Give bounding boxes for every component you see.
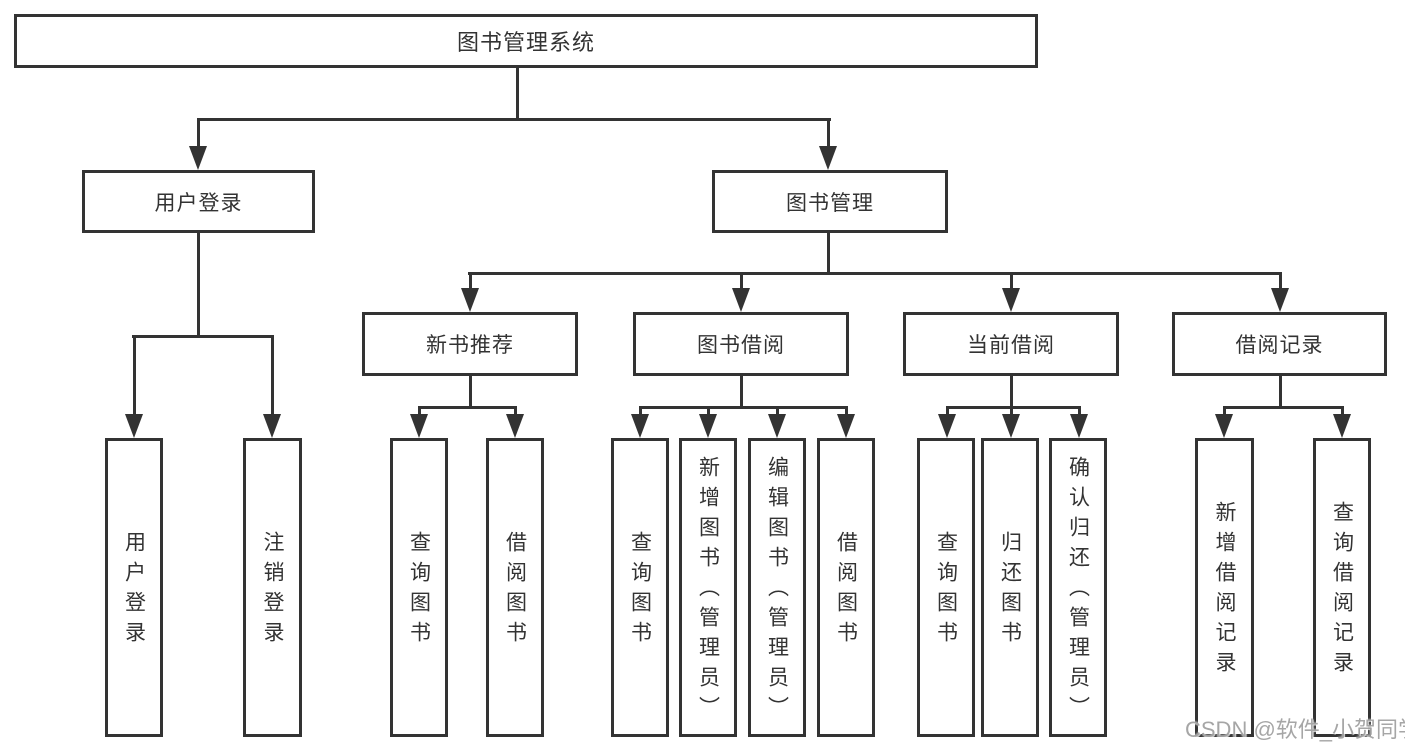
node-current-borrow-label: 当前借阅 bbox=[967, 334, 1055, 357]
node-book-management: 图书管理 bbox=[712, 170, 948, 233]
arrow-down-icon bbox=[837, 414, 855, 438]
arrow-down-icon bbox=[732, 288, 750, 312]
leaf-current-confirm-return-admin: 确认归还（管理员） bbox=[1049, 438, 1107, 737]
leaf-label: 借阅图书 bbox=[503, 530, 527, 651]
node-user-login-label: 用户登录 bbox=[154, 191, 243, 215]
leaf-borrow-borrow-books: 借阅图书 bbox=[817, 438, 875, 737]
connector-book-mgmt-drop bbox=[827, 118, 830, 150]
csdn-watermark: CSDN @软件_小贺同学 bbox=[1185, 717, 1405, 742]
connector-leaf-drop bbox=[1223, 406, 1226, 416]
leaf-label: 查询借阅记录 bbox=[1330, 500, 1354, 681]
leaf-label: 用户登录 bbox=[122, 530, 146, 651]
node-book-borrow: 图书借阅 bbox=[633, 312, 849, 376]
connector-leaf-drop bbox=[514, 406, 517, 416]
node-borrow-records-label: 借阅记录 bbox=[1235, 334, 1324, 357]
connector-leaf-drop bbox=[1341, 406, 1344, 416]
leaf-label: 编辑图书（管理员） bbox=[765, 455, 789, 726]
connector-leaf-drop bbox=[1078, 406, 1081, 416]
arrow-down-icon bbox=[1002, 414, 1020, 438]
leaf-label: 查询图书 bbox=[934, 530, 958, 651]
connector-leaf-drop bbox=[639, 406, 642, 416]
leaf-label: 查询图书 bbox=[628, 530, 652, 651]
leaf-label: 归还图书 bbox=[998, 530, 1022, 651]
node-new-book-recommend: 新书推荐 bbox=[362, 312, 578, 376]
connector-user-login-split bbox=[132, 335, 274, 338]
connector-root-stem bbox=[516, 66, 519, 118]
leaf-label: 查询图书 bbox=[407, 530, 431, 651]
leaf-recommend-borrow-books: 借阅图书 bbox=[486, 438, 544, 737]
connector-section-stem bbox=[1279, 376, 1282, 409]
connector-section-stem bbox=[1010, 376, 1013, 409]
connector-section-split bbox=[946, 406, 1081, 409]
leaf-user-login: 用户登录 bbox=[105, 438, 163, 737]
arrow-down-icon bbox=[263, 414, 281, 438]
leaf-current-return-books: 归还图书 bbox=[981, 438, 1039, 737]
arrow-down-icon bbox=[506, 414, 524, 438]
connector-user-login-stem bbox=[197, 233, 200, 338]
leaf-records-add-record: 新增借阅记录 bbox=[1195, 438, 1254, 737]
connector-section-stem bbox=[469, 376, 472, 409]
arrow-down-icon bbox=[125, 414, 143, 438]
arrow-down-icon bbox=[1271, 288, 1289, 312]
leaf-borrow-query-books: 查询图书 bbox=[611, 438, 669, 737]
connector-leaf-drop bbox=[845, 406, 848, 416]
arrow-down-icon bbox=[768, 414, 786, 438]
leaf-label: 新增图书（管理员） bbox=[696, 455, 720, 726]
leaf-label: 确认归还（管理员） bbox=[1066, 455, 1090, 726]
connector-user-login-drop bbox=[197, 118, 200, 150]
leaf-current-query-books: 查询图书 bbox=[917, 438, 975, 737]
node-user-login: 用户登录 bbox=[82, 170, 315, 233]
arrow-down-icon bbox=[699, 414, 717, 438]
connector-leaf-drop bbox=[271, 335, 274, 415]
leaf-label: 注销登录 bbox=[261, 530, 284, 651]
connector-section-split bbox=[1223, 406, 1343, 409]
node-book-borrow-label: 图书借阅 bbox=[697, 334, 785, 357]
node-book-management-label: 图书管理 bbox=[786, 191, 874, 215]
connector-leaf-drop bbox=[1010, 406, 1013, 416]
arrow-down-icon bbox=[938, 414, 956, 438]
arrow-down-icon bbox=[1070, 414, 1088, 438]
connector-leaf-drop bbox=[776, 406, 779, 416]
arrow-down-icon bbox=[410, 414, 428, 438]
arrow-down-icon bbox=[189, 146, 207, 170]
arrow-down-icon bbox=[819, 146, 837, 170]
connector-section-drop bbox=[469, 272, 472, 292]
arrow-down-icon bbox=[1215, 414, 1233, 438]
arrow-down-icon bbox=[631, 414, 649, 438]
node-borrow-records: 借阅记录 bbox=[1172, 312, 1387, 376]
connector-leaf-drop bbox=[418, 406, 421, 416]
connector-book-mgmt-split bbox=[468, 272, 1282, 275]
leaf-borrow-add-books-admin: 新增图书（管理员） bbox=[679, 438, 737, 737]
leaf-borrow-edit-books-admin: 编辑图书（管理员） bbox=[748, 438, 806, 737]
connector-section-split bbox=[639, 406, 848, 409]
leaf-logout-login: 注销登录 bbox=[243, 438, 302, 737]
connector-leaf-drop bbox=[946, 406, 949, 416]
connector-leaf-drop bbox=[133, 335, 136, 415]
node-root: 图书管理系统 bbox=[14, 14, 1038, 68]
leaf-label: 借阅图书 bbox=[834, 530, 858, 651]
arrow-down-icon bbox=[1333, 414, 1351, 438]
node-current-borrow: 当前借阅 bbox=[903, 312, 1119, 376]
leaf-label: 新增借阅记录 bbox=[1213, 500, 1236, 681]
connector-root-split bbox=[197, 118, 831, 121]
node-root-label: 图书管理系统 bbox=[456, 30, 595, 55]
connector-book-mgmt-stem bbox=[827, 233, 830, 275]
connector-leaf-drop bbox=[707, 406, 710, 416]
connector-section-drop bbox=[1010, 272, 1013, 292]
connector-section-split bbox=[418, 406, 517, 409]
connector-section-drop bbox=[1279, 272, 1282, 292]
leaf-records-query-record: 查询借阅记录 bbox=[1313, 438, 1371, 737]
connector-section-stem bbox=[740, 376, 743, 409]
node-new-book-recommend-label: 新书推荐 bbox=[426, 334, 514, 357]
arrow-down-icon bbox=[1002, 288, 1020, 312]
leaf-recommend-query-books: 查询图书 bbox=[390, 438, 448, 737]
arrow-down-icon bbox=[461, 288, 479, 312]
connector-section-drop bbox=[740, 272, 743, 292]
